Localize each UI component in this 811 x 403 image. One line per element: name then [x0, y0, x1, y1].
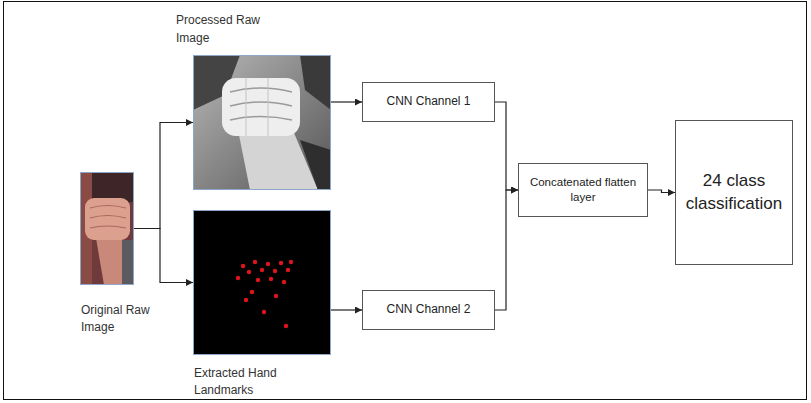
arrow-connector: [134, 123, 193, 229]
original-photo: [80, 172, 134, 285]
box-label: 24 class classification: [682, 170, 786, 214]
process-box: CNN Channel 2: [362, 290, 495, 330]
processed-photo: [193, 55, 331, 190]
arrow-connector: [134, 229, 193, 283]
process-box: Concatenated flatten layer: [518, 163, 648, 217]
box-label: Concatenated flatten layer: [525, 175, 641, 205]
image-node: Original Raw Image: [80, 172, 134, 285]
arrow-connector: [331, 101, 362, 102]
image-node: Processed Raw Image: [193, 55, 331, 190]
image-caption: Extracted Hand Landmarks: [194, 365, 306, 400]
image-caption: Original Raw Image: [81, 302, 165, 337]
arrow-connector: [648, 190, 675, 193]
image-caption: Processed Raw Image: [176, 12, 276, 47]
arrow-connector: [495, 190, 518, 310]
arrow-connector: [495, 102, 518, 190]
landmark-image: [193, 210, 331, 355]
output-box: 24 class classification: [675, 120, 793, 265]
arrow-connector: [331, 309, 362, 310]
image-node: Extracted Hand Landmarks: [193, 210, 331, 355]
box-label: CNN Channel 1: [386, 94, 470, 110]
box-label: CNN Channel 2: [386, 302, 470, 318]
process-box: CNN Channel 1: [362, 82, 495, 122]
